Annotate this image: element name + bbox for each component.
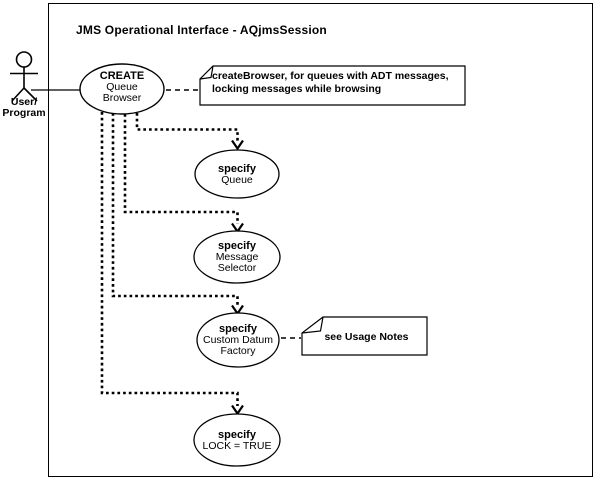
note-usage-notes-text: see Usage Notes — [324, 331, 409, 343]
actor-left-leg-icon — [11, 87, 25, 102]
actor-label: User/ Program — [0, 97, 52, 119]
system-boundary-frame — [48, 3, 593, 477]
note-usage-notes — [301, 316, 428, 356]
use-case-specify-lock-true-line2: LOCK = TRUE — [202, 440, 272, 452]
note-create-browser — [199, 65, 466, 106]
diagram-title: JMS Operational Interface - AQjmsSession — [76, 23, 327, 37]
arrowhead-specify-message-selector-icon — [231, 222, 244, 234]
arrowhead-specify-lock-true-icon — [231, 404, 244, 416]
use-case-specify-custom-datum-factory-line1: specify — [219, 323, 257, 335]
use-case-create-line3: Browser — [102, 92, 142, 104]
arrowhead-specify-queue-icon — [231, 139, 244, 151]
use-case-specify-lock-true-label: specify LOCK = TRUE — [195, 429, 279, 452]
use-case-specify-lock-true-line1: specify — [218, 429, 256, 441]
dependency-create-to-specify-custom-datum-factory — [111, 113, 239, 306]
use-case-specify-custom-datum-factory-line3: Factory — [220, 345, 256, 357]
note-usage-notes-fold-icon — [301, 316, 324, 334]
use-case-specify-message-selector-line3: Selector — [217, 262, 257, 274]
note-usage-notes-outline — [301, 316, 428, 356]
note-create-browser-outline — [199, 65, 466, 106]
note-create-browser-line1: createBrowser, for queues with ADT messa… — [212, 70, 449, 82]
actor-right-leg-icon — [23, 87, 38, 102]
dependency-create-to-specify-queue — [135, 113, 239, 141]
note-create-browser-text: createBrowser, for queues with ADT messa… — [212, 70, 464, 95]
ellipse-specify-message-selector — [193, 230, 281, 284]
note-create-browser-line2: locking messages while browsing — [212, 82, 382, 95]
dependency-create-to-specify-message-selector — [123, 114, 239, 224]
actor-icon — [10, 51, 38, 102]
ellipse-create-queue-browser — [79, 63, 165, 115]
use-case-create-line1: CREATE — [99, 70, 145, 82]
use-case-create-queue-browser-label: CREATE Queue Browser — [80, 70, 164, 104]
use-case-specify-message-selector-label: specify Message Selector — [195, 240, 279, 274]
note-create-browser-fold-icon — [199, 65, 214, 80]
dependency-create-to-specify-lock-true — [100, 112, 239, 406]
use-case-specify-queue-line1: specify — [218, 163, 256, 175]
use-case-create-line2: Queue — [106, 81, 138, 93]
use-case-specify-queue-label: specify Queue — [195, 163, 279, 186]
use-case-specify-queue-line2: Queue — [221, 174, 253, 186]
use-case-specify-custom-datum-factory-label: specify Custom Datum Factory — [196, 323, 280, 357]
actor-label-line1: User/ — [10, 96, 38, 108]
ellipse-specify-lock-true — [193, 413, 281, 467]
use-case-specify-custom-datum-factory-line2: Custom Datum — [202, 334, 274, 346]
actor-head-icon — [15, 51, 33, 68]
arrowhead-specify-custom-datum-factory-icon — [231, 304, 244, 316]
use-case-specify-message-selector-line2: Message — [215, 251, 259, 263]
actor-label-line2: Program — [2, 107, 46, 119]
ellipse-specify-custom-datum-factory — [196, 312, 280, 368]
use-case-specify-message-selector-line1: specify — [218, 240, 256, 252]
ellipse-specify-queue — [194, 149, 280, 199]
